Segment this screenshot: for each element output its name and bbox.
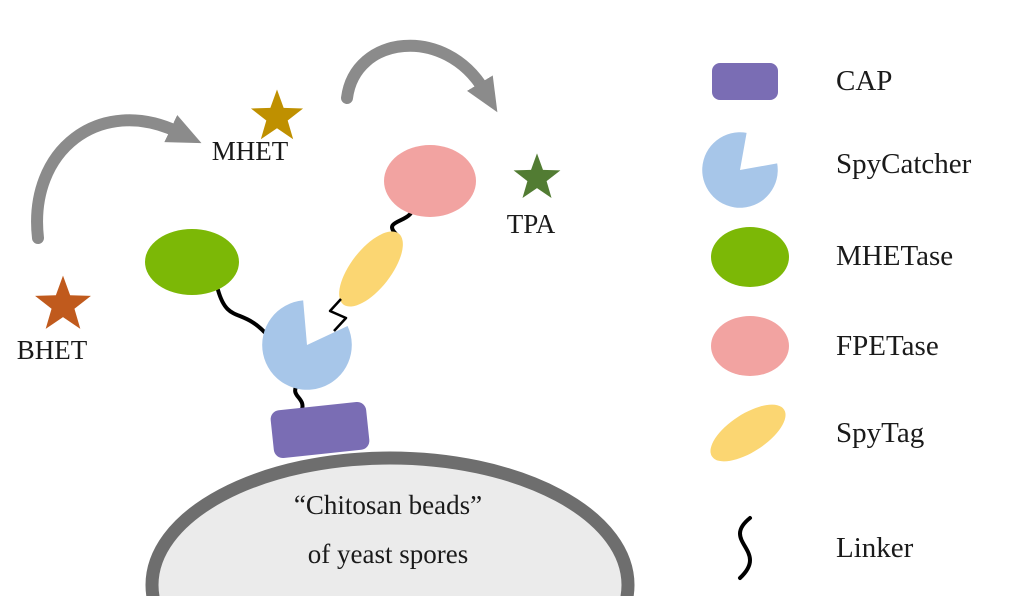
legend-label-spytag: SpyTag [836,417,925,449]
linker-mhetase-spycatcher [216,288,270,338]
legend-label-cap: CAP [836,65,893,97]
legend-linker-icon [738,516,752,580]
legend-label-linker: Linker [836,532,914,564]
fpetase-enzyme [384,145,476,217]
chitosan-bead [145,451,635,596]
legend-fpetase-icon [711,316,789,376]
legend-label-mhetase: MHETase [836,240,954,272]
mhet-label: MHET [211,136,289,166]
mhetase-enzyme [145,229,239,295]
legend-mhetase-icon [711,227,789,287]
legend-cap-icon [712,63,778,100]
bead-caption-line2: of yeast spores [307,539,469,569]
bhet-label: BHET [16,335,88,365]
tpa-label: TPA [506,209,556,239]
bhet-star-icon [35,275,91,329]
legend-label-spycatcher: SpyCatcher [836,148,972,180]
legend-label-fpetase: FPETase [836,330,939,362]
tpa-star-icon [513,153,561,198]
bead-caption-line1: “Chitosan beads” [293,490,483,520]
arrow-mhet-to-tpa-icon [341,39,498,113]
arrow-bhet-to-mhet-icon [31,114,202,244]
cap-anchor [270,402,370,458]
spytag-peptide [339,231,403,307]
legend-spytag-icon [710,404,786,462]
legend-spycatcher-icon [702,132,778,208]
spytag-bond-zigzag [328,298,348,332]
mhet-star-icon [250,89,304,140]
spycatcher-protein [252,290,362,400]
